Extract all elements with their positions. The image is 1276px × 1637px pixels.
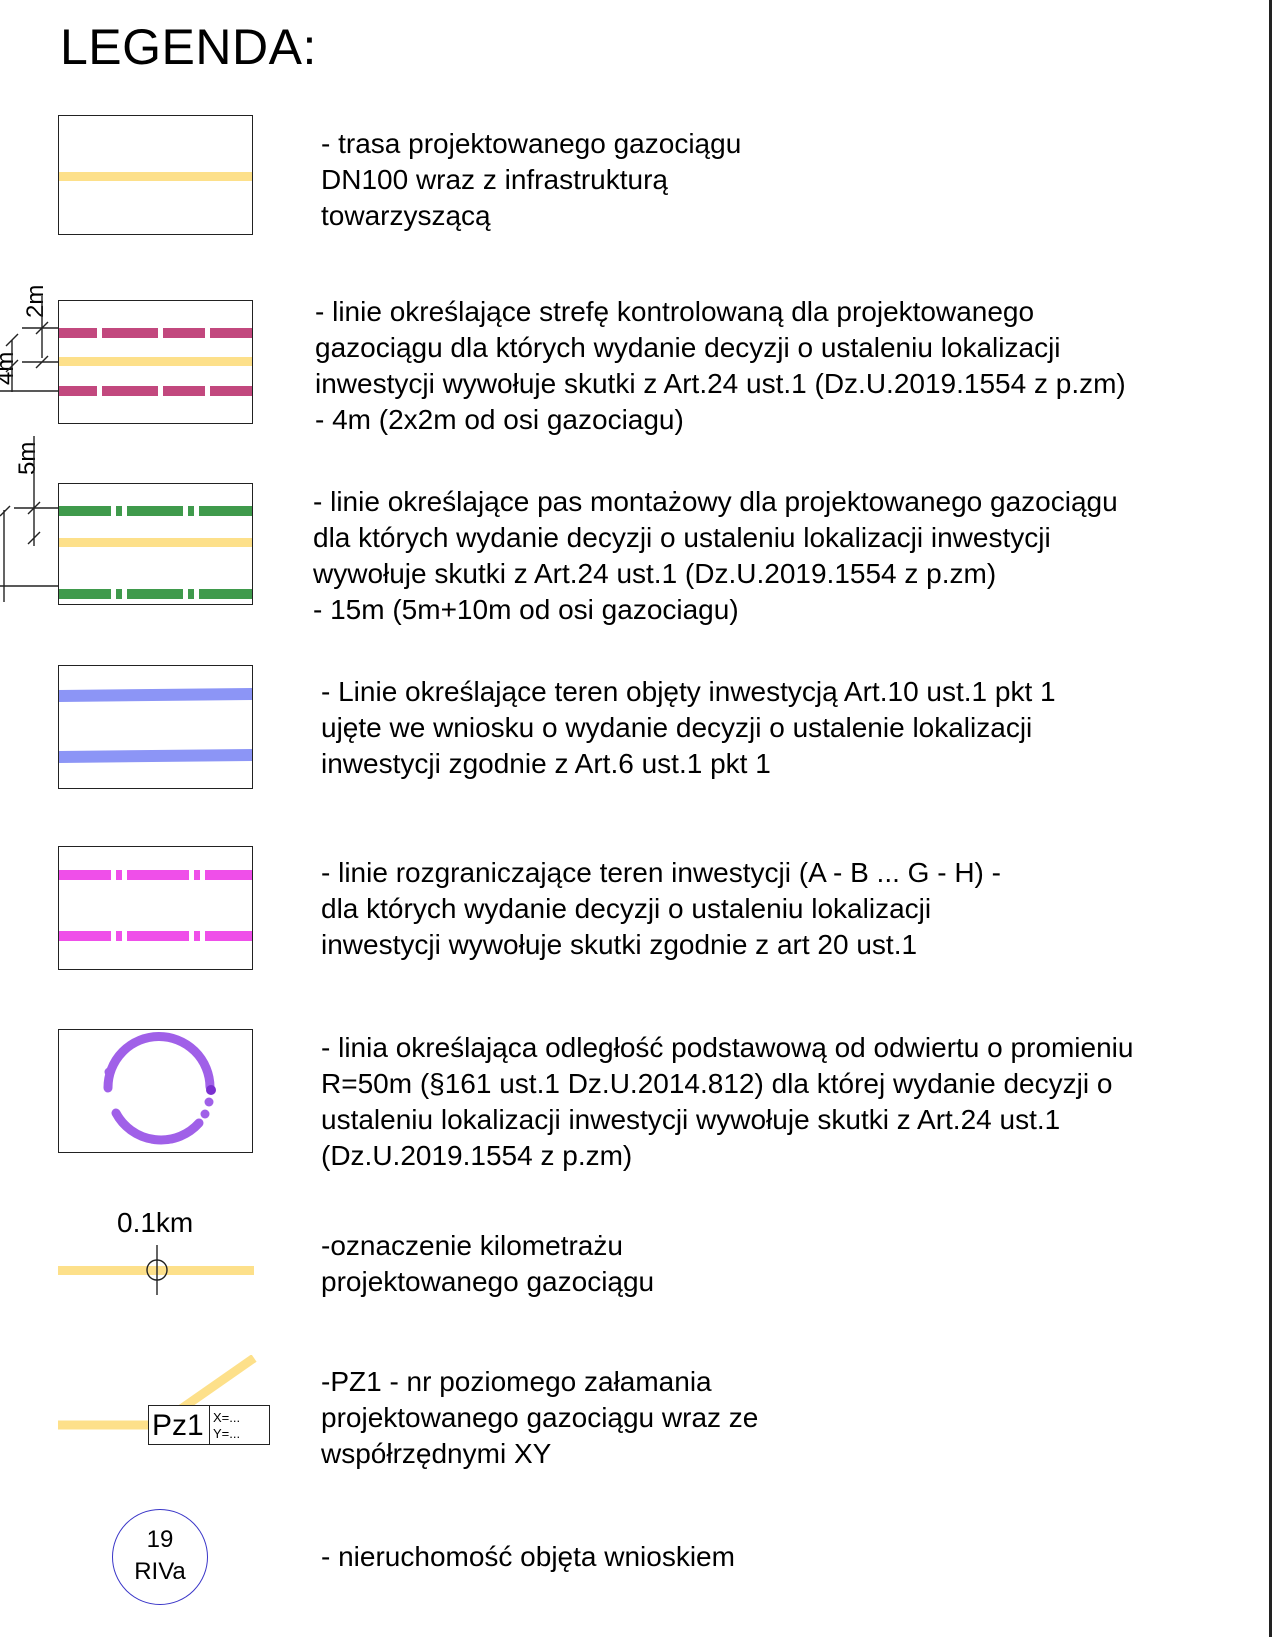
kilometer-mark-description: -oznaczenie kilometrażu projektowanego g…: [321, 1228, 654, 1300]
x-coordinate: X=...: [213, 1410, 241, 1425]
well-radius-symbol-box: [58, 1029, 253, 1153]
desc-line: - linie określające pas montażowy dla pr…: [313, 486, 1118, 517]
desc-line: inwestycji wywołuje skutki z Art.24 ust.…: [315, 368, 1126, 399]
desc-line: - linie rozgraniczające teren inwestycji…: [321, 857, 1001, 888]
desc-line: - Linie określające teren objęty inwesty…: [321, 676, 1056, 707]
parcel-circle: 19 RIVa: [112, 1509, 208, 1605]
desc-line: - linie określające strefę kontrolowaną …: [315, 296, 1035, 327]
parcel-class: RIVa: [134, 1558, 186, 1585]
assembly-strip-line-top: [59, 506, 252, 516]
desc-line: gazociągu dla których wydanie decyzji o …: [315, 332, 1061, 363]
desc-line: ustaleniu lokalizacji inwestycji wywołuj…: [321, 1104, 1061, 1135]
desc-line: -oznaczenie kilometrażu: [321, 1230, 623, 1261]
demarcation-description: - linie rozgraniczające teren inwestycji…: [321, 855, 1001, 963]
desc-line: projektowanego gazociągu wraz ze: [321, 1402, 759, 1433]
desc-line: - nieruchomość objęta wnioskiem: [321, 1541, 735, 1572]
desc-line: wywołuje skutki z Art.24 ust.1 (Dz.U.201…: [313, 558, 997, 589]
horizontal-break-tag: Pz1 X=... Y=...: [148, 1405, 270, 1445]
pipeline-line: [59, 172, 252, 181]
desc-line: współrzędnymi XY: [321, 1438, 552, 1469]
desc-line: towarzyszącą: [321, 200, 491, 231]
horizontal-break-description: -PZ1 - nr poziomego załamania projektowa…: [321, 1364, 758, 1472]
desc-line: -PZ1 - nr poziomego załamania: [321, 1366, 712, 1397]
desc-line: inwestycji zgodnie z Art.6 ust.1 pkt 1: [321, 748, 771, 779]
investment-area-line-bottom: [59, 749, 252, 763]
controlled-zone-description: - linie określające strefę kontrolowaną …: [315, 294, 1126, 438]
assembly-strip-symbol-box: [58, 483, 253, 605]
desc-line: inwestycji wywołuje skutki zgodnie z art…: [321, 929, 918, 960]
pipeline-line: [58, 1266, 254, 1275]
kilometer-label: 0.1km: [117, 1207, 194, 1238]
investment-area-description: - Linie określające teren objęty inwesty…: [321, 674, 1056, 782]
frame-border: [1269, 0, 1272, 1637]
desc-line: ujęte we wniosku o wydanie decyzji o ust…: [321, 712, 1033, 743]
demarcation-symbol-box: [58, 846, 253, 970]
assembly-strip-dimension-lines: [0, 436, 62, 602]
controlled-zone-dimension-lines: [0, 296, 62, 392]
pipeline-line: [59, 538, 252, 547]
desc-line: - 4m (2x2m od osi gazociagu): [315, 404, 684, 435]
investment-area-symbol-box: [58, 665, 253, 789]
well-radius-circle: [103, 1032, 215, 1145]
well-radius-description: - linia określająca odległość podstawową…: [321, 1030, 1133, 1174]
desc-line: (Dz.U.2019.1554 z p.zm): [321, 1140, 633, 1171]
desc-line: - trasa projektowanego gazociągu: [321, 128, 742, 159]
assembly-strip-line-bottom: [59, 589, 252, 599]
pipeline-symbol-box: [58, 115, 253, 235]
demarcation-line-top: [59, 870, 252, 880]
desc-line: - 15m (5m+10m od osi gazociagu): [313, 594, 739, 625]
desc-line: dla których wydanie decyzji o ustaleniu …: [321, 893, 932, 924]
pipeline-line: [59, 357, 252, 366]
desc-line: - linia określająca odległość podstawową…: [321, 1032, 1134, 1063]
controlled-zone-symbol-box: [58, 300, 253, 424]
desc-line: DN100 wraz z infrastrukturą: [321, 164, 669, 195]
investment-area-line-top: [59, 688, 252, 702]
controlled-zone-line-bottom: [59, 386, 252, 396]
desc-line: R=50m (§161 ust.1 Dz.U.2014.812) dla któ…: [321, 1068, 1113, 1099]
pipeline-description: - trasa projektowanego gazociągu DN100 w…: [321, 126, 741, 234]
desc-line: dla których wydanie decyzji o ustaleniu …: [313, 522, 1051, 553]
parcel-number: 19: [146, 1526, 174, 1553]
horizontal-break-number: Pz1: [152, 1409, 204, 1442]
demarcation-line-bottom: [59, 931, 252, 941]
kilometer-mark-symbol: [58, 1245, 254, 1295]
y-coordinate: Y=...: [213, 1426, 241, 1441]
tag-divider: [209, 1406, 211, 1444]
assembly-strip-description: - linie określające pas montażowy dla pr…: [313, 484, 1118, 628]
parcel-description: - nieruchomość objęta wnioskiem: [321, 1539, 735, 1575]
desc-line: projektowanego gazociągu: [321, 1266, 655, 1297]
controlled-zone-line-top: [59, 328, 252, 338]
legend-title: LEGENDA:: [60, 19, 317, 75]
